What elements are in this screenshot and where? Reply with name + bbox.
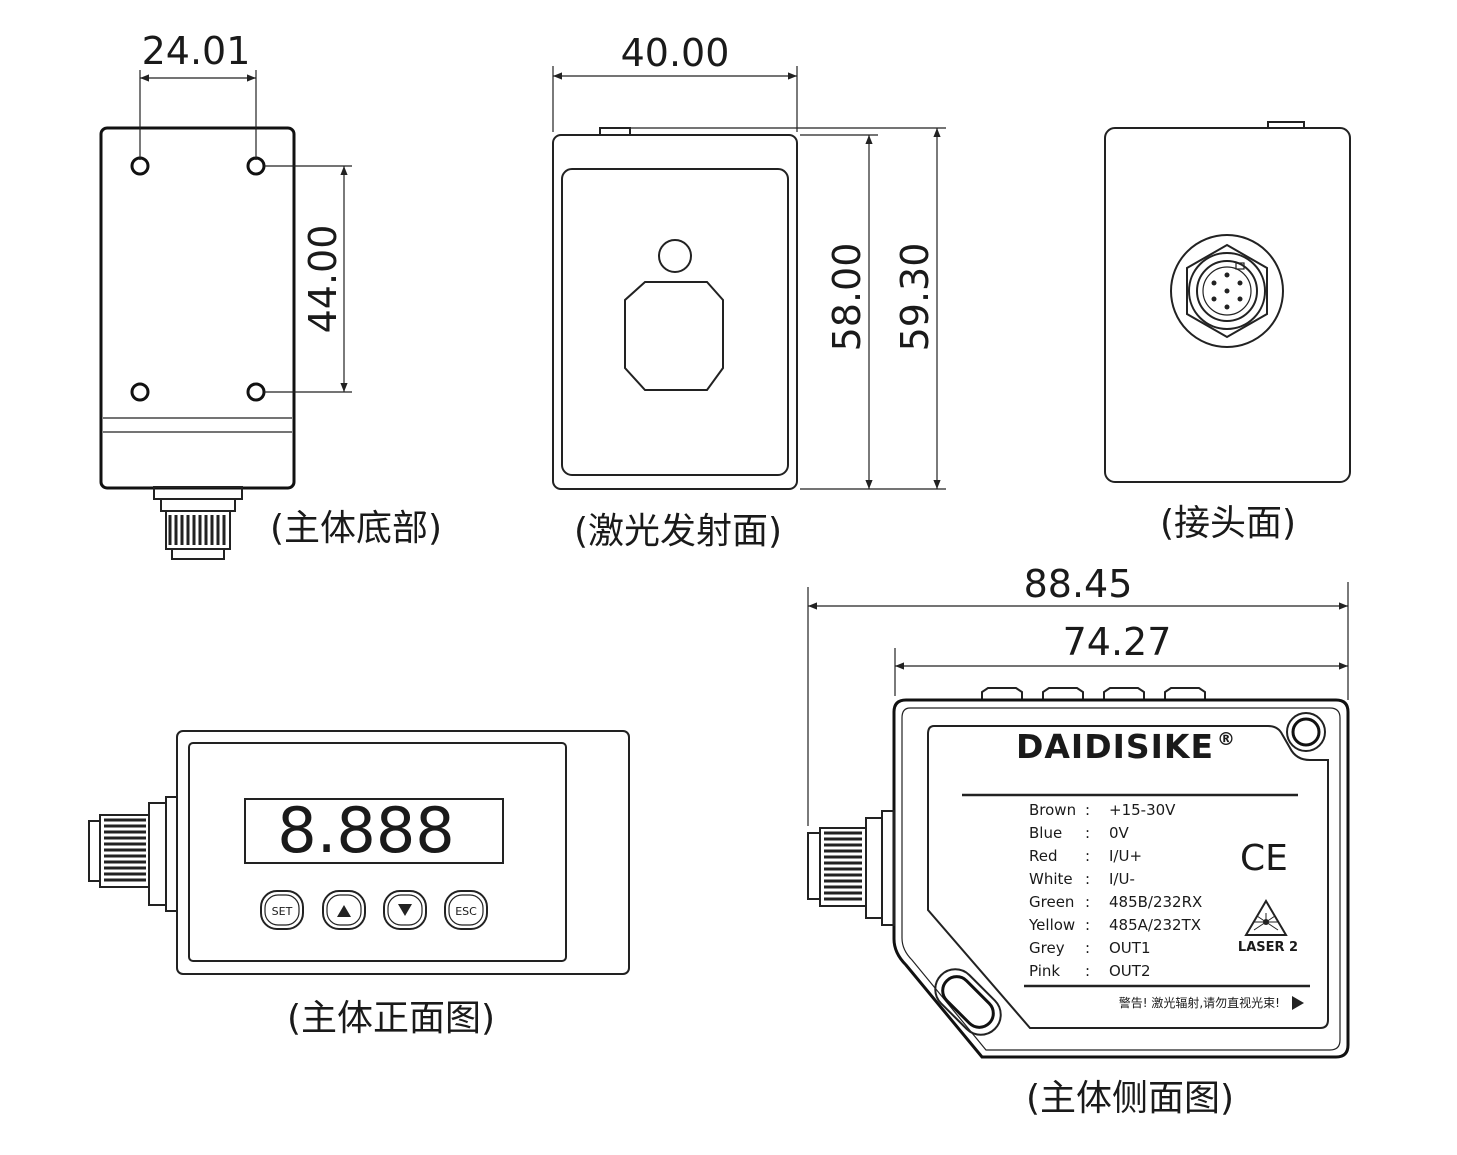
wire-signal: I/U+ <box>1109 847 1142 865</box>
laser-warning-text: 警告! 激光辐射,请勿直视光束! <box>1119 995 1280 1010</box>
connector-face-view: (接头面) <box>1104 121 1351 544</box>
laser-warning-icon <box>1244 899 1288 936</box>
front-view: 8.888 SET ESC (主体正面 <box>88 730 630 1039</box>
dim-bottom-width: 24.01 <box>142 29 251 73</box>
laser-face-body <box>552 134 798 490</box>
label-plate <box>927 725 1329 1029</box>
down-button[interactable] <box>383 890 427 930</box>
mount-hole <box>130 156 266 402</box>
wire-color: White <box>1029 870 1073 888</box>
wire-color: Pink <box>1029 962 1060 980</box>
wire-signal: 485A/232TX <box>1109 916 1201 934</box>
wire-separator: : <box>1085 916 1090 934</box>
wire-separator: : <box>1085 847 1090 865</box>
wire-separator: : <box>1085 893 1090 911</box>
side-view: 88.45 74.27 DAIDISIKE ® <box>807 562 1350 1119</box>
caption-bottom: (主体底部) <box>270 508 442 549</box>
wire-signal: OUT2 <box>1109 962 1151 980</box>
wire-color: Blue <box>1029 824 1062 842</box>
connector-face-body <box>1104 127 1351 483</box>
wire-signal: +15-30V <box>1109 801 1176 819</box>
top-knob <box>981 687 1206 700</box>
laser-class-label: LASER 2 <box>1238 940 1298 955</box>
wire-signal: I/U- <box>1109 870 1135 888</box>
dim-laser-height-inner: 58.00 <box>825 243 869 352</box>
wire-color: Grey <box>1029 939 1065 957</box>
wire-separator: : <box>1085 824 1090 842</box>
ce-mark: CE <box>1240 838 1288 879</box>
caption-side: (主体侧面图) <box>1026 1078 1234 1119</box>
wire-table: Brown: +15-30V Blue: 0V Red: I/U+ White: I/U- Gr… <box>1028 801 1202 980</box>
bottom-connector <box>153 486 243 560</box>
side-body <box>892 698 1350 1059</box>
esc-button[interactable]: ESC <box>444 890 488 930</box>
dim-laser-width: 40.00 <box>621 31 730 75</box>
caption-connector: (接头面) <box>1160 503 1296 544</box>
up-button[interactable] <box>322 890 366 930</box>
wire-color: Yellow <box>1028 916 1075 934</box>
set-button-label: SET <box>272 905 293 918</box>
set-button[interactable]: SET <box>260 890 304 930</box>
front-connector <box>88 796 178 912</box>
wire-separator: : <box>1085 801 1090 819</box>
display-readout: 8.888 <box>277 794 455 867</box>
wire-signal: 0V <box>1109 824 1130 842</box>
wire-color: Red <box>1029 847 1058 865</box>
laser-face-view: 40.00 58.00 59.30 (激光发射面) <box>552 31 946 552</box>
wire-color: Green <box>1029 893 1074 911</box>
wire-separator: : <box>1085 939 1090 957</box>
dim-bottom-height: 44.00 <box>301 225 345 334</box>
emitter-window <box>624 281 724 391</box>
brand-logo: DAIDISIKE <box>1016 727 1214 766</box>
registered-mark: ® <box>1217 729 1235 750</box>
dim-side-total: 88.45 <box>1024 562 1133 606</box>
front-panel <box>188 742 567 962</box>
wire-signal: OUT1 <box>1109 939 1151 957</box>
receiver-lens-icon <box>658 239 692 273</box>
up-triangle-icon <box>337 905 351 917</box>
mounting-hole-icon <box>1286 712 1326 752</box>
bottom-body <box>99 126 296 490</box>
wire-color: Brown <box>1029 801 1076 819</box>
caption-laser: (激光发射面) <box>574 511 782 552</box>
dim-laser-height-outer: 59.30 <box>893 243 937 352</box>
caption-front: (主体正面图) <box>287 998 495 1039</box>
slot-hole-icon <box>934 968 1002 1036</box>
display-window <box>244 798 504 864</box>
bottom-view: 24.01 44.00 (主体底部) <box>99 29 442 560</box>
esc-button-label: ESC <box>455 905 477 918</box>
wire-signal: 485B/232RX <box>1109 893 1202 911</box>
side-connector <box>807 810 895 926</box>
m12-connector-icon <box>1170 234 1284 348</box>
wire-separator: : <box>1085 962 1090 980</box>
dim-side-body: 74.27 <box>1063 620 1172 664</box>
play-triangle-icon <box>1292 996 1304 1010</box>
wire-separator: : <box>1085 870 1090 888</box>
down-triangle-icon <box>398 904 412 916</box>
